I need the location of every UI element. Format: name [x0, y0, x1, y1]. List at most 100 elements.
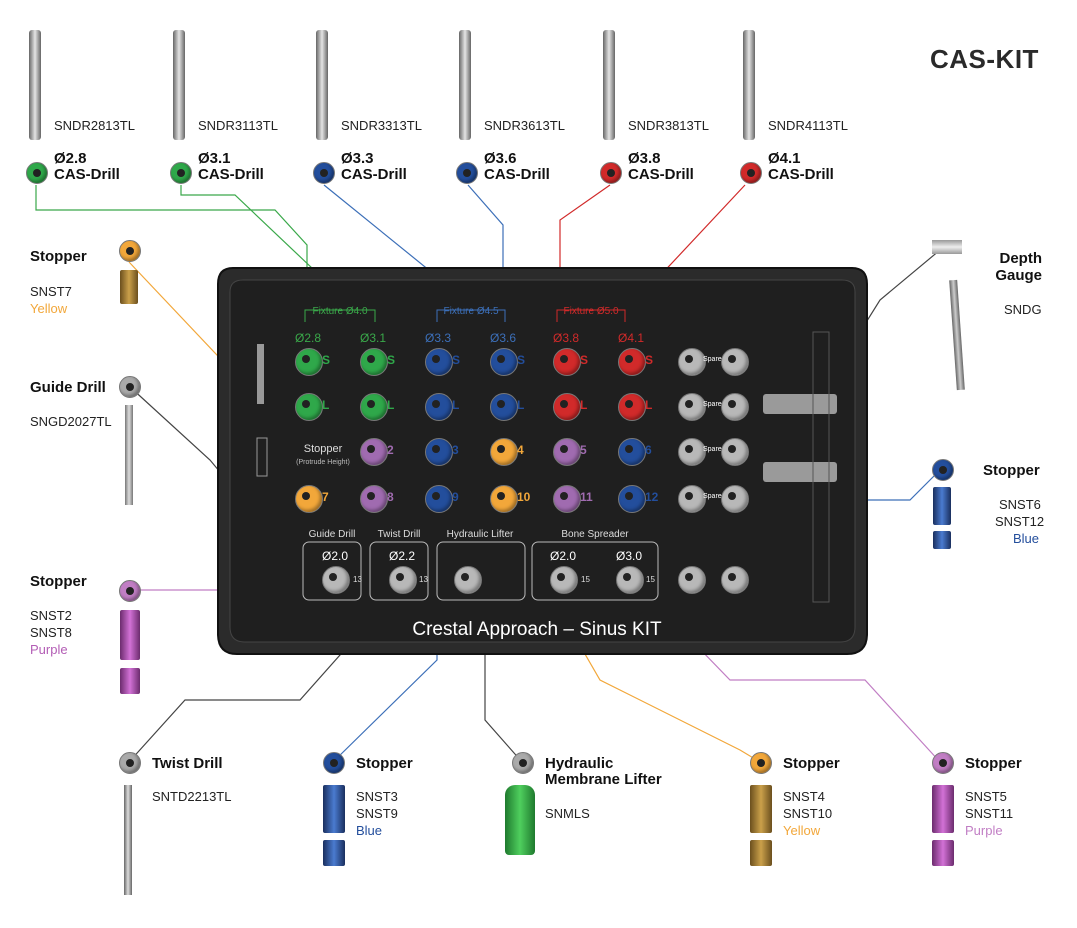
stopper-blue-color-name: Blue — [1013, 531, 1040, 546]
fixture-label-3: Fixture Ø5.0 — [563, 306, 618, 317]
stopper-yellow-callout: Stopper — [30, 248, 87, 265]
bottom-item-code-1: SNST4 — [783, 789, 825, 804]
drill-hole-s — [295, 348, 323, 376]
twist-len: 13 — [419, 575, 428, 584]
drill-name: CAS-Drill — [198, 166, 264, 183]
stopper-image-2 — [932, 840, 954, 866]
twist-drill-hole — [389, 566, 417, 594]
spare-hole-right — [721, 485, 749, 513]
drill-image — [29, 30, 41, 140]
guide-drill-hole — [322, 566, 350, 594]
drill-name: CAS-Drill — [484, 166, 550, 183]
guide-drill-title: Guide Drill — [30, 379, 106, 396]
spare-hole-bottom-right — [721, 566, 749, 594]
spare-label: Spare — [703, 401, 722, 408]
stopper-hole-label: 3 — [452, 443, 459, 457]
stopper-hole-label: 8 — [387, 490, 394, 504]
stopper-hole — [553, 485, 581, 513]
stopper-image-2 — [750, 840, 772, 866]
spreader-len-2: 15 — [646, 575, 655, 584]
spare-hole-right — [721, 348, 749, 376]
stopper-yellow-title: Stopper — [30, 248, 87, 265]
bottom-item-dot — [932, 752, 954, 774]
spare-hole-left — [678, 485, 706, 513]
drill-hole-s-label: S — [387, 353, 396, 367]
drill-name: CAS-Drill — [628, 166, 694, 183]
stopper-image-1 — [750, 785, 772, 833]
column-size-2: Ø3.1 — [360, 331, 386, 345]
stopper-hole — [618, 438, 646, 466]
drill-hole-s — [425, 348, 453, 376]
stopper-hole — [490, 485, 518, 513]
bottom-item-code-2: SNST10 — [783, 806, 833, 821]
stopper-purple-title: Stopper — [30, 573, 87, 590]
section-hydraulic-lifter: Hydraulic Lifter — [447, 529, 514, 540]
depth-gauge-head — [932, 240, 962, 254]
stopper-hole-label: 11 — [580, 490, 593, 504]
drill-code: SNDR3313TL — [341, 118, 422, 133]
stopper-yellow-color-name: Yellow — [30, 301, 68, 316]
bottom-item-title: Twist Drill — [152, 755, 223, 772]
spare-hole-left — [678, 348, 706, 376]
bottom-item-color-name: Purple — [965, 823, 1003, 838]
bottom-item-title: Stopper — [356, 755, 413, 772]
stopper-blue-code-2: SNST12 — [995, 514, 1045, 529]
drill-color-dot — [313, 162, 335, 184]
twist-drill-image — [124, 785, 132, 895]
drill-code: SNDR4113TL — [768, 118, 848, 133]
drill-hole-l-label: L — [387, 398, 395, 412]
section-guide-drill: Guide Drill — [309, 529, 356, 540]
stopper-hole — [425, 485, 453, 513]
guide-drill-code: SNGD2027TL — [30, 414, 112, 429]
spare-hole-right — [721, 393, 749, 421]
drill-size: Ø3.1 — [198, 150, 231, 167]
bottom-item-code-1: SNTD2213TL — [152, 789, 232, 804]
drill-hole-s — [618, 348, 646, 376]
stopper-blue-image-1 — [933, 487, 951, 525]
spreader-size-1: Ø2.0 — [550, 549, 576, 563]
drill-hole-l-label: L — [452, 398, 460, 412]
drill-name: CAS-Drill — [768, 166, 834, 183]
bottom-item-title-2: Membrane Lifter — [545, 771, 662, 788]
stopper-blue-code-1: SNST6 — [999, 497, 1041, 512]
drill-hole-l — [618, 393, 646, 421]
stopper-hole-label: 9 — [452, 490, 459, 504]
twist-size: Ø2.2 — [389, 549, 415, 563]
stopper-hole-label: 6 — [645, 443, 652, 457]
kit-tray: Fixture Ø4.0 Fixture Ø4.5 Fixture Ø5.0 Ø… — [215, 262, 870, 657]
drill-code: SNDR3613TL — [484, 118, 565, 133]
drill-hole-s — [553, 348, 581, 376]
drill-hole-l-label: L — [517, 398, 525, 412]
drill-image — [459, 30, 471, 140]
bottom-item-code-1: SNST3 — [356, 789, 398, 804]
drill-size: Ø2.8 — [54, 150, 87, 167]
drill-code: SNDR3113TL — [198, 118, 278, 133]
spreader-hole-2 — [616, 566, 644, 594]
bottom-item-dot — [750, 752, 772, 774]
column-size-3: Ø3.3 — [425, 331, 451, 345]
drill-code: SNDR2813TL — [54, 118, 135, 133]
drill-image — [173, 30, 185, 140]
bottom-item-title: Stopper — [783, 755, 840, 772]
stopper-purple-color-name: Purple — [30, 642, 68, 657]
bottom-item-dot — [119, 752, 141, 774]
page-title: CAS-KIT — [930, 44, 1039, 74]
drill-name: CAS-Drill — [341, 166, 407, 183]
drill-color-dot — [600, 162, 622, 184]
stopper-hole-label: 2 — [387, 443, 394, 457]
guide-drill-dot — [119, 376, 141, 398]
drill-hole-l — [425, 393, 453, 421]
drill-size: Ø3.6 — [484, 150, 517, 167]
bottom-item-code-2: SNST9 — [356, 806, 398, 821]
bottom-item-code-1: SNST5 — [965, 789, 1007, 804]
drill-hole-s-label: S — [517, 353, 526, 367]
bottom-item-dot — [323, 752, 345, 774]
drill-hole-s-label: S — [452, 353, 461, 367]
stopper-yellow-image — [120, 270, 138, 304]
fixture-label-2: Fixture Ø4.5 — [443, 306, 498, 317]
stopper-label: Stopper — [304, 443, 343, 455]
stopper-purple-code-2: SNST8 — [30, 625, 72, 640]
stopper-hole — [618, 485, 646, 513]
stopper-hole — [360, 485, 388, 513]
spare-label: Spare — [703, 356, 722, 363]
